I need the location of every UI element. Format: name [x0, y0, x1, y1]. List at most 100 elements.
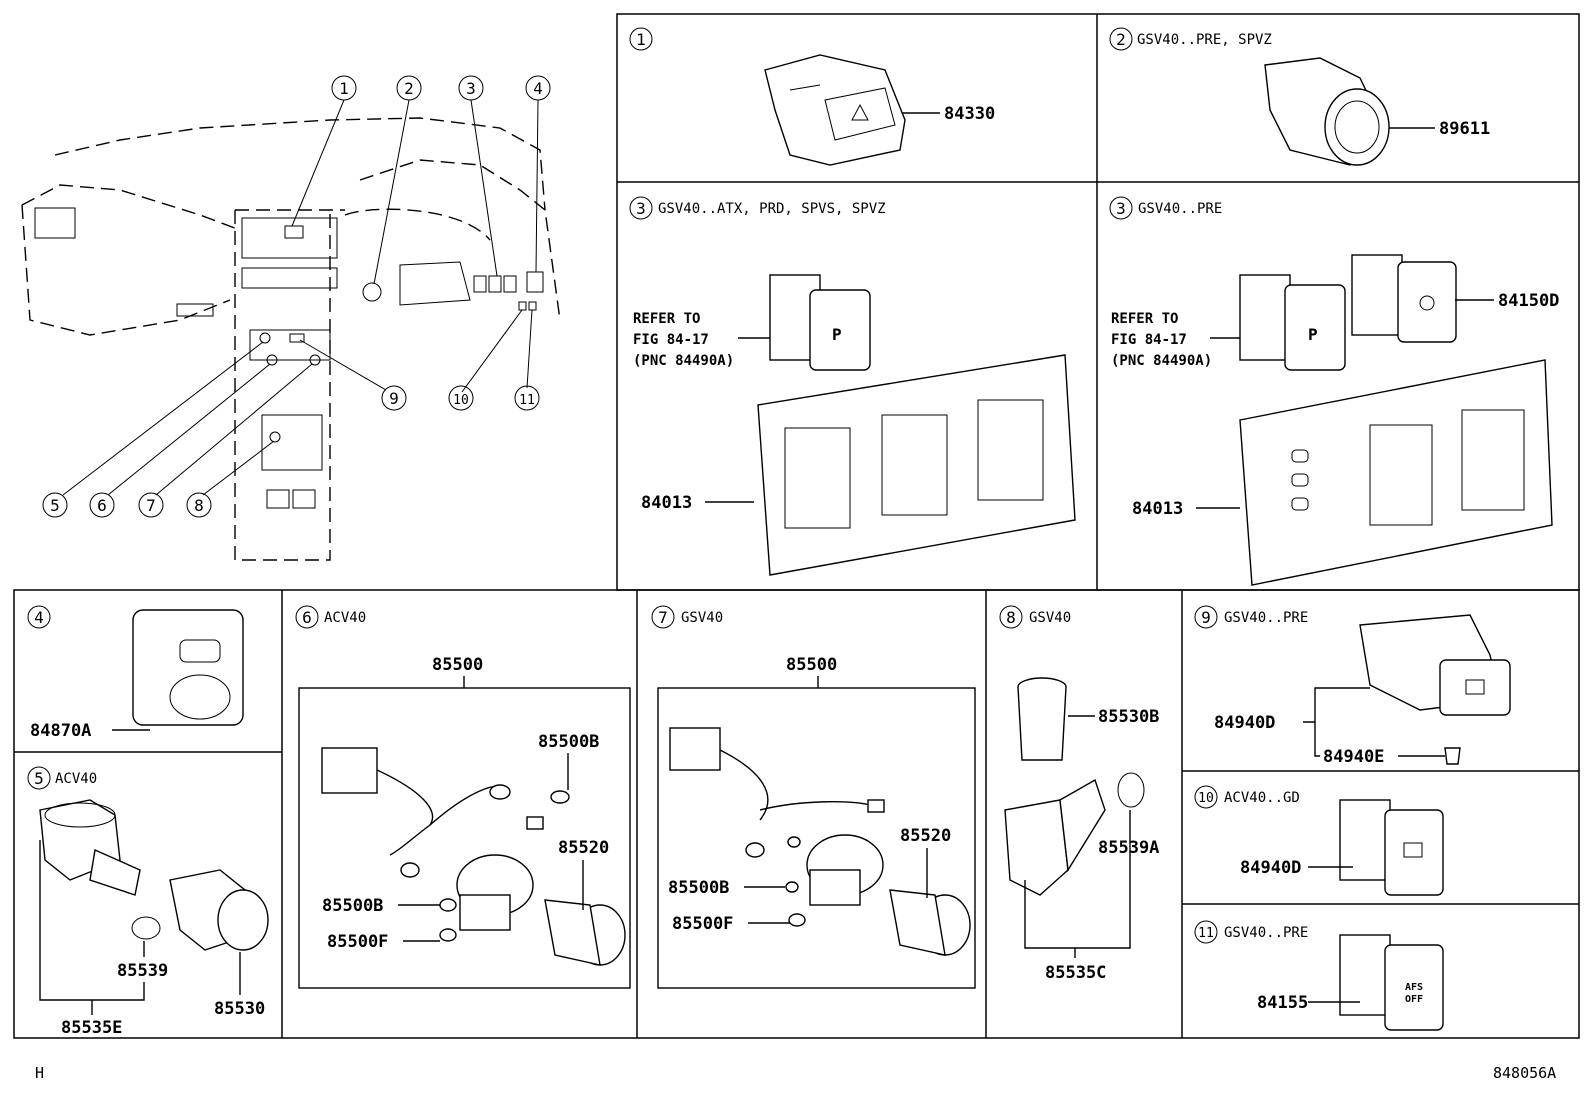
hazard-icon	[851, 103, 869, 121]
panel-3b-header: GSV40..PRE	[1138, 201, 1222, 217]
callout-11: 11	[514, 385, 540, 411]
panel-1: 1 84330	[629, 27, 995, 166]
panel-3b-refer-2: FIG 84-17	[1111, 332, 1187, 348]
panel-11: 11 GSV40..PRE AFS OFF 84155	[1194, 920, 1444, 1031]
panel-8-header: GSV40	[1029, 610, 1071, 626]
afs-off-switch: AFS OFF	[1339, 934, 1444, 1031]
panel-10-header: ACV40..GD	[1224, 790, 1300, 806]
panel-6-header: ACV40	[324, 610, 366, 626]
part-85520-a: 85520	[558, 838, 609, 858]
panel-10-index: 10	[1198, 791, 1214, 806]
seat-heater-switch-9	[1359, 614, 1511, 716]
panel-2-header: GSV40..PRE, SPVZ	[1137, 32, 1272, 48]
svg-text:P: P	[1308, 325, 1318, 344]
callout-5-label: 5	[50, 496, 60, 515]
panel-3a-refer-1: REFER TO	[633, 311, 700, 327]
part-84940E: 84940E	[1323, 747, 1384, 767]
lighter-plug-7	[889, 889, 971, 956]
panel-6-index: 6	[302, 608, 312, 627]
part-85520-b: 85520	[900, 826, 951, 846]
part-85530: 85530	[214, 999, 265, 1019]
part-89611: 89611	[1439, 119, 1490, 139]
overview-leaders	[62, 99, 539, 496]
svg-text:AFS: AFS	[1405, 982, 1423, 993]
panel-3b-refer-1: REFER TO	[1111, 311, 1178, 327]
part-84940D-a: 84940D	[1214, 713, 1275, 733]
panel-9-header: GSV40..PRE	[1224, 610, 1308, 626]
socket-cover-8	[1004, 778, 1106, 896]
panel-7-index: 7	[658, 608, 668, 627]
part-85539A: 85539A	[1098, 838, 1159, 858]
panel-2-index: 2	[1116, 30, 1126, 49]
part-85500B-a: 85500B	[322, 896, 383, 916]
callout-7: 7	[138, 492, 164, 518]
part-84013-b: 84013	[1132, 499, 1183, 519]
callout-8: 8	[186, 492, 212, 518]
footer-right: 848056A	[1493, 1064, 1556, 1082]
panel-3a-header: GSV40..ATX, PRD, SPVS, SPVZ	[658, 201, 886, 217]
callout-1-label: 1	[339, 79, 349, 98]
switch-bezel-3b	[1239, 359, 1553, 586]
panel-3b-refer-3: (PNC 84490A)	[1111, 353, 1212, 369]
callout-1: 1	[331, 75, 357, 101]
panel-3b: 3 GSV40..PRE REFER TO FIG 84-17 (PNC 844…	[1109, 196, 1559, 586]
panel-4: 4 84870A	[27, 605, 244, 741]
part-85500B-b: 85500B	[668, 878, 729, 898]
panel-8-index: 8	[1006, 608, 1016, 627]
panel-9-index: 9	[1201, 608, 1211, 627]
panel-5-header: ACV40	[55, 771, 97, 787]
callout-5: 5	[42, 492, 68, 518]
panel-3a-refer-3: (PNC 84490A)	[633, 353, 734, 369]
panel-7-header: GSV40	[681, 610, 723, 626]
callout-2-label: 2	[404, 79, 414, 98]
panel-3b-index: 3	[1116, 199, 1126, 218]
panel-9: 9 GSV40..PRE 84940D 84940E	[1194, 605, 1511, 767]
callout-11-label: 11	[519, 393, 535, 408]
mirror-switch	[132, 609, 244, 726]
part-85500-b: 85500	[786, 655, 837, 675]
lighter-plug-6	[544, 899, 626, 966]
svg-text:OFF: OFF	[1405, 994, 1423, 1005]
callout-8-label: 8	[194, 496, 204, 515]
footer-left: H	[35, 1064, 44, 1082]
fog-light-switch	[1351, 254, 1457, 343]
callout-3-label: 3	[466, 79, 476, 98]
callout-6-label: 6	[97, 496, 107, 515]
part-84870A: 84870A	[30, 721, 91, 741]
panel-6: 6 ACV40 85500 85500B 85520 85500B 85500	[295, 605, 631, 989]
panel-3a-index: 3	[636, 199, 646, 218]
panel-5-index: 5	[34, 769, 44, 788]
panel-11-header: GSV40..PRE	[1224, 925, 1308, 941]
panel-frames	[13, 13, 1580, 1039]
callout-4: 4	[525, 75, 551, 101]
seat-heater-switch-10	[1339, 799, 1444, 896]
callout-2: 2	[396, 75, 422, 101]
callout-9: 9	[381, 385, 407, 411]
panel-2: 2 GSV40..PRE, SPVZ 89611	[1109, 27, 1490, 166]
panel-1-index: 1	[636, 30, 646, 49]
part-85500F-b: 85500F	[672, 914, 733, 934]
part-84940D-b: 84940D	[1240, 858, 1301, 878]
part-84330: 84330	[944, 104, 995, 124]
part-85500F-a: 85500F	[327, 932, 388, 952]
lighter-socket-6	[456, 854, 534, 931]
callout-10: 10	[448, 385, 474, 411]
lighter-socket-5	[39, 799, 141, 896]
callout-7-label: 7	[146, 496, 156, 515]
hazard-switch	[764, 54, 906, 166]
callout-4-label: 4	[533, 79, 543, 98]
parking-sensor-switch: P	[769, 274, 871, 371]
part-85530B: 85530B	[1098, 707, 1159, 727]
parking-sensor-switch-b: P	[1239, 274, 1346, 371]
panel-3a: 3 GSV40..ATX, PRD, SPVS, SPVZ REFER TO F…	[629, 196, 1076, 576]
engine-start-button	[1264, 57, 1390, 166]
part-85500B-top: 85500B	[538, 732, 599, 752]
part-84013-a: 84013	[641, 493, 692, 513]
callout-3: 3	[458, 75, 484, 101]
harness-7	[669, 727, 885, 858]
lighter-plug-5	[169, 869, 269, 951]
socket-8	[1017, 677, 1067, 761]
panel-10: 10 ACV40..GD 84940D	[1194, 785, 1444, 896]
callout-9-label: 9	[389, 389, 399, 408]
